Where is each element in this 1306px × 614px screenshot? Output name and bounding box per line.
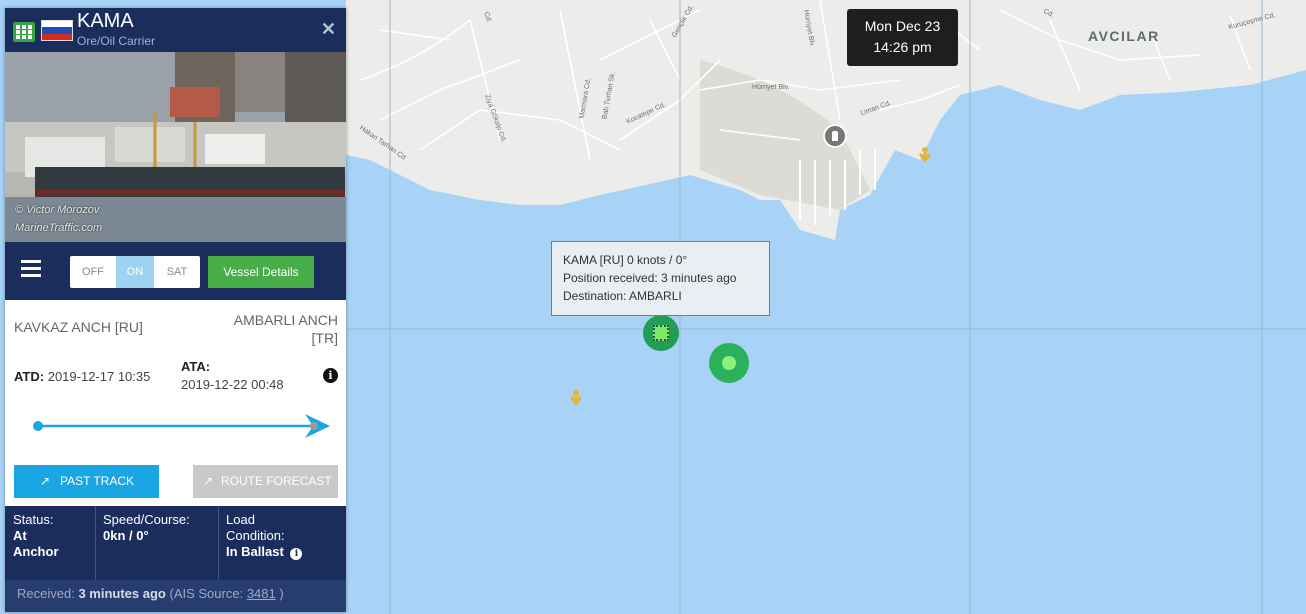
vessel-status: Status: At Anchor Speed/Course: 0kn / 0°…: [5, 506, 346, 580]
status-label: Status:: [13, 512, 54, 527]
speed-value: 0kn / 0°: [103, 528, 149, 543]
hill-shade: [700, 60, 870, 210]
apps-grid-icon[interactable]: [13, 22, 35, 42]
route-forecast-label: ROUTE FORECAST: [221, 474, 332, 488]
tooltip-line: Position received: 3 minutes ago: [563, 271, 737, 285]
vessel-photo[interactable]: © Victor Morozov MarineTraffic.com: [5, 52, 346, 242]
departure-port: KAVKAZ ANCH [RU]: [14, 319, 143, 335]
ais-source-suffix: ): [279, 586, 284, 601]
vessel-panel: KAMA Ore/Oil Carrier ✕ © Victor Morozov …: [5, 8, 346, 612]
anchor-icon[interactable]: [567, 388, 585, 406]
vessel-marker-kama[interactable]: [643, 315, 679, 351]
russia-flag-icon: [41, 20, 73, 41]
arrival-port-name: AMBARLI ANCH: [233, 312, 338, 328]
arrival-port-country: [TR]: [311, 330, 338, 346]
time-text: 14:26 pm: [873, 39, 932, 55]
vessel-type: Ore/Oil Carrier: [77, 34, 156, 48]
port-piers: [799, 150, 876, 225]
voyage-progress-bar: [33, 414, 330, 438]
speed-label: Speed/Course:: [103, 512, 190, 527]
load-condition-block: Load Condition: In Ballast i: [226, 512, 303, 560]
atd-label: ATD:: [14, 369, 45, 384]
load-label: Load: [226, 512, 255, 527]
tooltip-line: Destination: AMBARLI: [563, 289, 682, 303]
ata: ATA: 2019-12-22 00:48: [181, 358, 284, 394]
ais-source-link[interactable]: 3481: [246, 586, 276, 601]
arrival-port: AMBARLI ANCH [TR]: [234, 311, 338, 347]
route-icon: ↗: [203, 474, 214, 488]
atd: ATD: 2019-12-17 10:35: [14, 369, 150, 384]
grid-lines: [346, 0, 1306, 614]
street-label: Hürriyet Blv.: [752, 84, 790, 91]
voyage-info: KAVKAZ ANCH [RU] AMBARLI ANCH [TR] ATD: …: [5, 300, 346, 506]
vessel-tooltip: KAMA [RU] 0 knots / 0° Position received…: [551, 241, 770, 316]
date-time-display: Mon Dec 23 14:26 pm: [847, 9, 958, 66]
photo-credit: © Victor Morozov: [15, 204, 100, 216]
tooltip-line: KAMA [RU] 0 knots / 0°: [563, 253, 688, 267]
area-label: AVCILAR: [1088, 28, 1160, 44]
ais-source-prefix: (AIS Source:: [169, 586, 244, 601]
panel-controls: OFF ON SAT Vessel Details: [5, 242, 346, 300]
atd-value: 2019-12-17 10:35: [47, 369, 151, 384]
vessel-name: KAMA: [77, 10, 134, 32]
lighthouse-icon[interactable]: [823, 124, 847, 148]
vessel-photo-image: [5, 52, 346, 242]
past-track-button[interactable]: ↗ PAST TRACK: [14, 465, 159, 498]
vessel-details-button[interactable]: Vessel Details: [208, 256, 314, 288]
close-icon[interactable]: ✕: [320, 19, 336, 39]
menu-icon[interactable]: [21, 260, 41, 281]
photo-credit: MarineTraffic.com: [15, 222, 103, 234]
route-forecast-button[interactable]: ↗ ROUTE FORECAST: [193, 465, 338, 498]
anchor-icon[interactable]: [916, 145, 934, 163]
received-prefix: Received:: [17, 586, 75, 601]
toggle-sat[interactable]: SAT: [154, 256, 200, 288]
speed-course-block: Speed/Course: 0kn / 0°: [103, 512, 190, 544]
status-value: At: [13, 528, 27, 543]
info-icon[interactable]: i: [290, 548, 303, 560]
ata-value: 2019-12-22 00:48: [181, 377, 284, 392]
track-icon: ↗: [40, 474, 51, 488]
status-block: Status: At Anchor: [13, 512, 59, 560]
vessel-marker[interactable]: [709, 343, 749, 383]
received-info: Received: 3 minutes ago (AIS Source: 348…: [5, 580, 346, 612]
past-track-label: PAST TRACK: [60, 474, 135, 488]
vessel-header: KAMA Ore/Oil Carrier ✕: [5, 8, 346, 52]
toggle-off[interactable]: OFF: [70, 256, 116, 288]
ata-label: ATA:: [181, 359, 211, 374]
load-label: Condition:: [226, 528, 285, 543]
info-icon[interactable]: i: [323, 368, 338, 383]
load-value: In Ballast: [226, 544, 284, 559]
toggle-on[interactable]: ON: [116, 256, 154, 288]
status-value: Anchor: [13, 544, 59, 559]
received-time: 3 minutes ago: [78, 586, 166, 601]
date-text: Mon Dec 23: [864, 18, 941, 34]
